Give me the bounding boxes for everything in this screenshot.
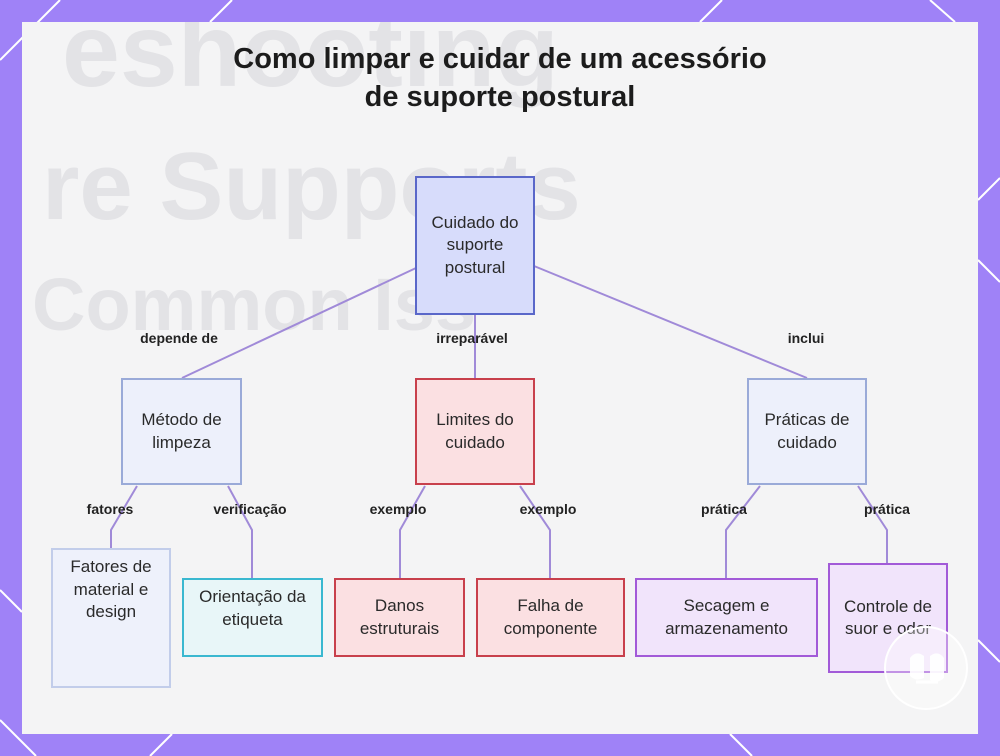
edge-label-verificacao: verificação xyxy=(213,501,287,517)
node-limites-cuidado: Limites do cuidado xyxy=(415,378,535,485)
link-root-praticas xyxy=(533,265,808,379)
link-root-metodo xyxy=(181,267,417,379)
node-falha-componente: Falha de componente xyxy=(476,578,625,657)
edge-label-exemplo-2: exemplo xyxy=(519,501,577,517)
link-praticas-secagem xyxy=(725,485,761,579)
edge-label-pratica-1: prática xyxy=(701,501,747,517)
node-secagem-armazenamento-label: Secagem e armazenamento xyxy=(665,596,788,638)
watermark-logo-icon xyxy=(884,626,968,710)
node-praticas-cuidado-label: Práticas de cuidado xyxy=(764,410,850,452)
node-danos-estruturais-label: Danos estruturais xyxy=(359,596,440,638)
node-fatores-material: Fatores de material e design xyxy=(51,548,171,688)
node-secagem-armazenamento: Secagem e armazenamento xyxy=(635,578,818,657)
node-root-label: Cuidado do suporte postural xyxy=(431,212,519,277)
page-title: Como limpar e cuidar de um acessório de … xyxy=(0,40,1000,116)
link-metodo-fatores xyxy=(110,485,138,549)
edge-label-depende: depende de xyxy=(140,330,218,346)
edge-label-exemplo-1: exemplo xyxy=(369,501,427,517)
edge-label-inclui: inclui xyxy=(787,330,825,346)
edge-label-irreparavel: irreparável xyxy=(436,330,508,346)
node-fatores-material-label: Fatores de material e design xyxy=(70,557,152,621)
node-metodo-limpeza-label: Método de limpeza xyxy=(141,410,222,452)
node-falha-componente-label: Falha de componente xyxy=(503,596,598,638)
link-limites-falha xyxy=(519,485,551,579)
link-metodo-orientacao xyxy=(227,485,253,579)
node-limites-cuidado-label: Limites do cuidado xyxy=(436,410,514,452)
link-praticas-controle xyxy=(857,485,888,564)
node-danos-estruturais: Danos estruturais xyxy=(334,578,465,657)
edge-label-fatores: fatores xyxy=(86,501,134,517)
node-orientacao-etiqueta: Orientação da etiqueta xyxy=(182,578,323,657)
title-line-2: de suporte postural xyxy=(364,81,636,113)
node-orientacao-etiqueta-label: Orientação da etiqueta xyxy=(199,587,306,629)
node-metodo-limpeza: Método de limpeza xyxy=(121,378,242,485)
node-root: Cuidado do suporte postural xyxy=(415,176,535,315)
background-text-3: Common Iss xyxy=(32,263,477,346)
title-line-1: Como limpar e cuidar de um acessório xyxy=(233,43,767,75)
node-praticas-cuidado: Práticas de cuidado xyxy=(747,378,867,485)
edge-label-pratica-2: prática xyxy=(864,501,910,517)
link-limites-danos xyxy=(399,485,426,579)
background-text-1: eshooting xyxy=(62,22,559,109)
